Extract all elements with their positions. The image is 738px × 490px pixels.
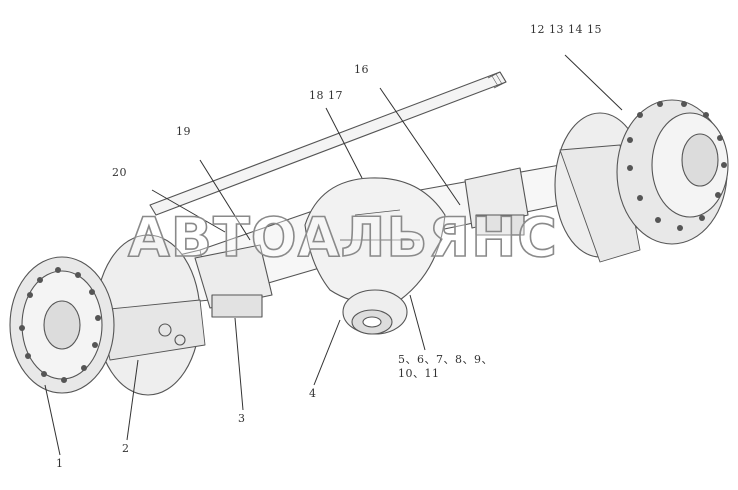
callout-20: 20 — [112, 166, 127, 179]
leader-3 — [234, 317, 244, 411]
leader-lines — [44, 54, 623, 456]
callout-19: 19 — [176, 125, 191, 138]
leader-16 — [379, 87, 461, 206]
callout-16: 16 — [354, 63, 369, 76]
right-hub — [616, 99, 729, 245]
right-spring-seat — [464, 167, 529, 236]
leader-19 — [199, 159, 251, 241]
left-spring-seat — [194, 244, 273, 318]
differential-carrier — [304, 177, 446, 335]
callout-4: 4 — [309, 387, 317, 400]
callout-12-15: 12 13 14 15 — [530, 23, 602, 36]
callout-2: 2 — [122, 442, 130, 455]
leader-18-17 — [325, 107, 363, 179]
axle-shaft — [149, 71, 507, 216]
callout-3: 3 — [238, 412, 246, 425]
leader-12-15 — [564, 54, 623, 111]
callout-5-11-line2: 10、11 — [398, 367, 440, 380]
leader-5-11 — [409, 294, 426, 351]
watermark-logo: АВТОАЛЬЯНС — [127, 205, 558, 270]
callout-18-17: 18 17 — [309, 89, 343, 102]
callout-5-11-line1: 5、6、7、8、9、 — [398, 353, 493, 366]
leader-20 — [151, 189, 226, 233]
leader-1 — [44, 384, 61, 456]
left-hub — [9, 256, 115, 394]
left-brake-assembly — [95, 234, 206, 396]
leader-4 — [313, 319, 341, 386]
leader-2 — [126, 359, 139, 441]
callout-1: 1 — [56, 457, 64, 470]
